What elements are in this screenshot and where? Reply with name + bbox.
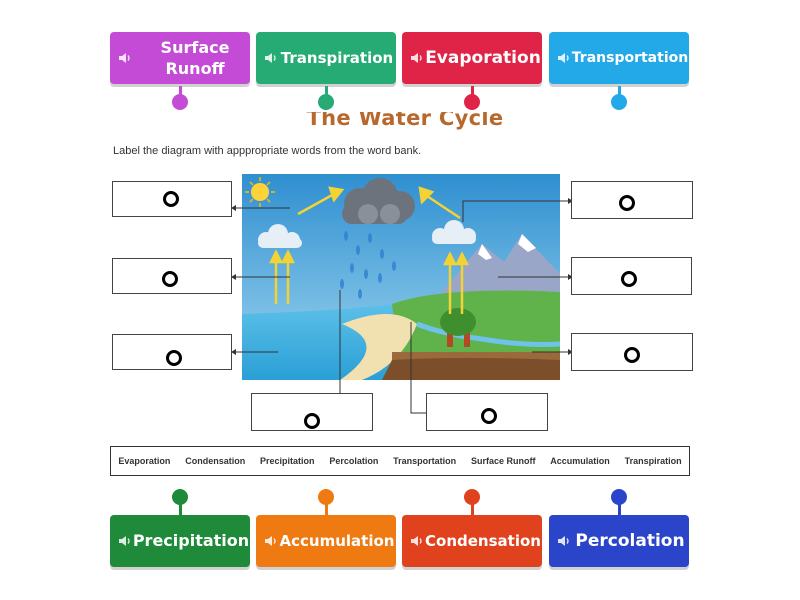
- drop-target-bottom-2[interactable]: [481, 408, 497, 424]
- tile-drag-handle[interactable]: [172, 489, 188, 505]
- drop-target-right-3[interactable]: [624, 347, 640, 363]
- tile-accumulation[interactable]: Accumulation: [256, 515, 396, 567]
- word-bank: Evaporation Condensation Precipitation P…: [110, 446, 690, 476]
- tile-drag-handle[interactable]: [318, 489, 334, 505]
- tile-transportation[interactable]: Transportation: [549, 32, 689, 84]
- tile-stem: [325, 501, 328, 515]
- tile-condensation[interactable]: Condensation: [402, 515, 542, 567]
- tile-stem: [179, 86, 182, 100]
- tile-stem: [179, 501, 182, 515]
- tile-stem: [618, 501, 621, 515]
- word-bank-item: Percolation: [329, 456, 379, 466]
- tile-drag-handle[interactable]: [464, 489, 480, 505]
- tile-stem: [618, 86, 621, 100]
- tile-transpiration[interactable]: Transpiration: [256, 32, 396, 84]
- tile-label: Transpiration: [280, 49, 394, 67]
- tile-percolation[interactable]: Percolation: [549, 515, 689, 567]
- tile-stem: [471, 86, 474, 100]
- tile-label: Evaporation: [425, 48, 541, 68]
- drop-target-bottom-1[interactable]: [304, 413, 320, 429]
- tile-label: Precipitation: [132, 531, 250, 550]
- tile-drag-handle[interactable]: [464, 94, 480, 110]
- tile-label: Transportation: [571, 50, 689, 66]
- tile-label: Accumulation: [279, 532, 395, 550]
- speaker-icon: [119, 53, 130, 63]
- drop-target-right-2[interactable]: [621, 271, 637, 287]
- drop-target-left-2[interactable]: [162, 271, 178, 287]
- tile-label: Percolation: [575, 531, 685, 551]
- tile-stem: [471, 501, 474, 515]
- tile-drag-handle[interactable]: [611, 94, 627, 110]
- tile-drag-handle[interactable]: [318, 94, 334, 110]
- worksheet-instructions: Label the diagram with apppropriate word…: [113, 145, 422, 157]
- tile-evaporation[interactable]: Evaporation: [402, 32, 542, 84]
- speaker-icon: [265, 536, 276, 546]
- word-bank-item: Evaporation: [118, 456, 171, 466]
- word-bank-item: Transportation: [393, 456, 457, 466]
- speaker-icon: [411, 536, 422, 546]
- word-bank-item: Condensation: [185, 456, 246, 466]
- tile-drag-handle[interactable]: [611, 489, 627, 505]
- drop-target-left-3[interactable]: [166, 350, 182, 366]
- word-bank-item: Accumulation: [550, 456, 610, 466]
- speaker-icon: [558, 53, 569, 63]
- worksheet-title: The Water Cycle: [306, 112, 504, 130]
- speaker-icon: [558, 536, 569, 546]
- speaker-icon: [119, 536, 130, 546]
- tile-precipitation[interactable]: Precipitation: [110, 515, 250, 567]
- word-bank-item: Transpiration: [624, 456, 682, 466]
- tile-label: Condensation: [425, 532, 541, 550]
- word-bank-item: Precipitation: [260, 456, 315, 466]
- drop-target-right-1[interactable]: [619, 195, 635, 211]
- speaker-icon: [265, 53, 276, 63]
- tile-drag-handle[interactable]: [172, 94, 188, 110]
- word-bank-item: Surface Runoff: [470, 456, 536, 466]
- drop-target-left-1[interactable]: [163, 191, 179, 207]
- speaker-icon: [411, 53, 422, 63]
- tile-stem: [325, 86, 328, 100]
